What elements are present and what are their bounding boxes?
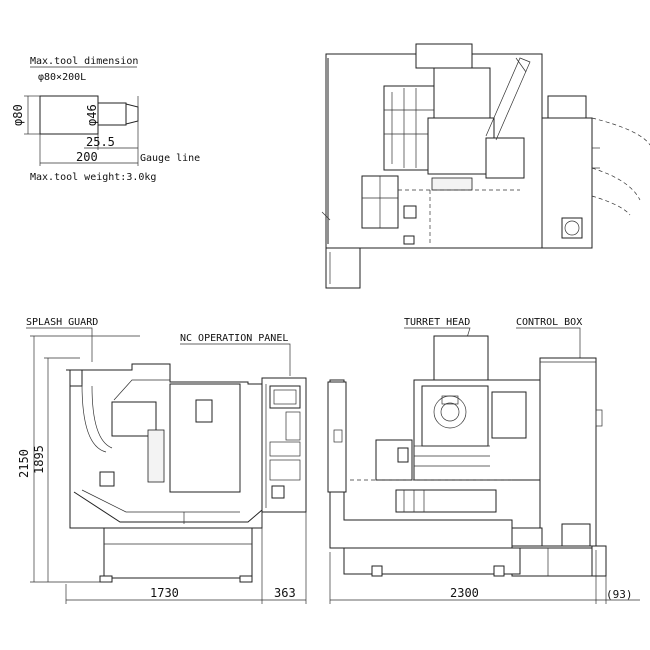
side-door	[327, 381, 347, 493]
tool-weight: Max.tool weight:3.0kg	[30, 172, 156, 183]
top-door	[325, 247, 361, 289]
tool-title: Max.tool dimension	[30, 56, 138, 67]
label-nc-panel: NC OPERATION PANEL	[180, 333, 288, 344]
control-box	[539, 357, 597, 547]
label-turret-head: TURRET HEAD	[404, 317, 470, 328]
magazine	[383, 85, 435, 171]
tool-shank	[97, 102, 127, 126]
label-control-box: CONTROL BOX	[516, 317, 582, 328]
dim-2300: 2300	[450, 586, 479, 600]
spindle-ram	[395, 489, 497, 513]
dim-93: (93)	[606, 588, 633, 601]
side-view: TURRET HEAD CONTROL BOX	[327, 317, 640, 604]
nc-screen	[269, 385, 301, 409]
dim-25-5: 25.5	[86, 135, 115, 149]
front-base	[103, 527, 253, 579]
front-view: SPLASH GUARD NC OPERATION PANEL	[17, 317, 307, 604]
tool-taper	[125, 103, 139, 125]
dim-phi46: φ46	[85, 104, 99, 126]
tool-size: φ80×200L	[38, 72, 86, 83]
turret-head	[421, 385, 489, 447]
coolant-tank	[511, 547, 593, 577]
dim-phi80: φ80	[11, 104, 25, 126]
top-view	[321, 43, 650, 289]
column	[433, 335, 489, 385]
dim-2150: 2150	[17, 449, 31, 478]
dim-363: 363	[274, 586, 296, 600]
gauge-line-label: Gauge line	[140, 153, 200, 164]
tool-detail: Max.tool dimension φ80×200L φ80 φ46 25.5…	[11, 56, 200, 183]
side-enclosure	[329, 379, 513, 549]
dim-200: 200	[76, 150, 98, 164]
dim-1895: 1895	[32, 445, 46, 474]
dim-1730: 1730	[150, 586, 179, 600]
label-splash-guard: SPLASH GUARD	[26, 317, 98, 328]
